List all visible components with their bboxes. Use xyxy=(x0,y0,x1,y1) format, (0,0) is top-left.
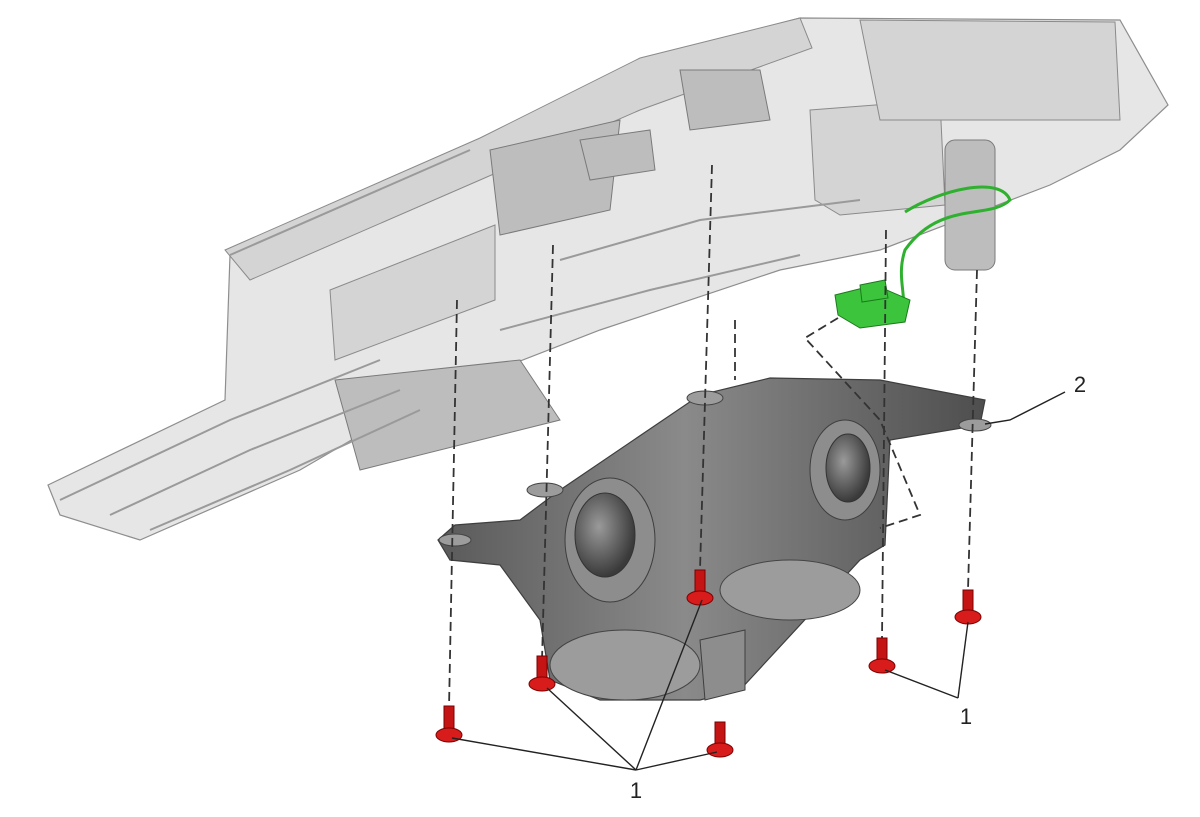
screw xyxy=(528,655,556,692)
screw xyxy=(435,705,463,743)
screw xyxy=(954,589,982,625)
leader-lines xyxy=(451,391,1066,771)
callout-screws-right: 1 xyxy=(960,704,972,729)
callout-screws-left: 1 xyxy=(630,778,642,803)
screw xyxy=(706,721,734,758)
callout-cup-holder: 2 xyxy=(1074,372,1086,397)
electrical-connector xyxy=(834,185,1012,329)
assembly-lines xyxy=(448,164,978,709)
fasteners xyxy=(435,569,982,758)
console-tray xyxy=(47,17,1169,541)
screw xyxy=(868,637,896,674)
cup-holder xyxy=(437,377,992,701)
